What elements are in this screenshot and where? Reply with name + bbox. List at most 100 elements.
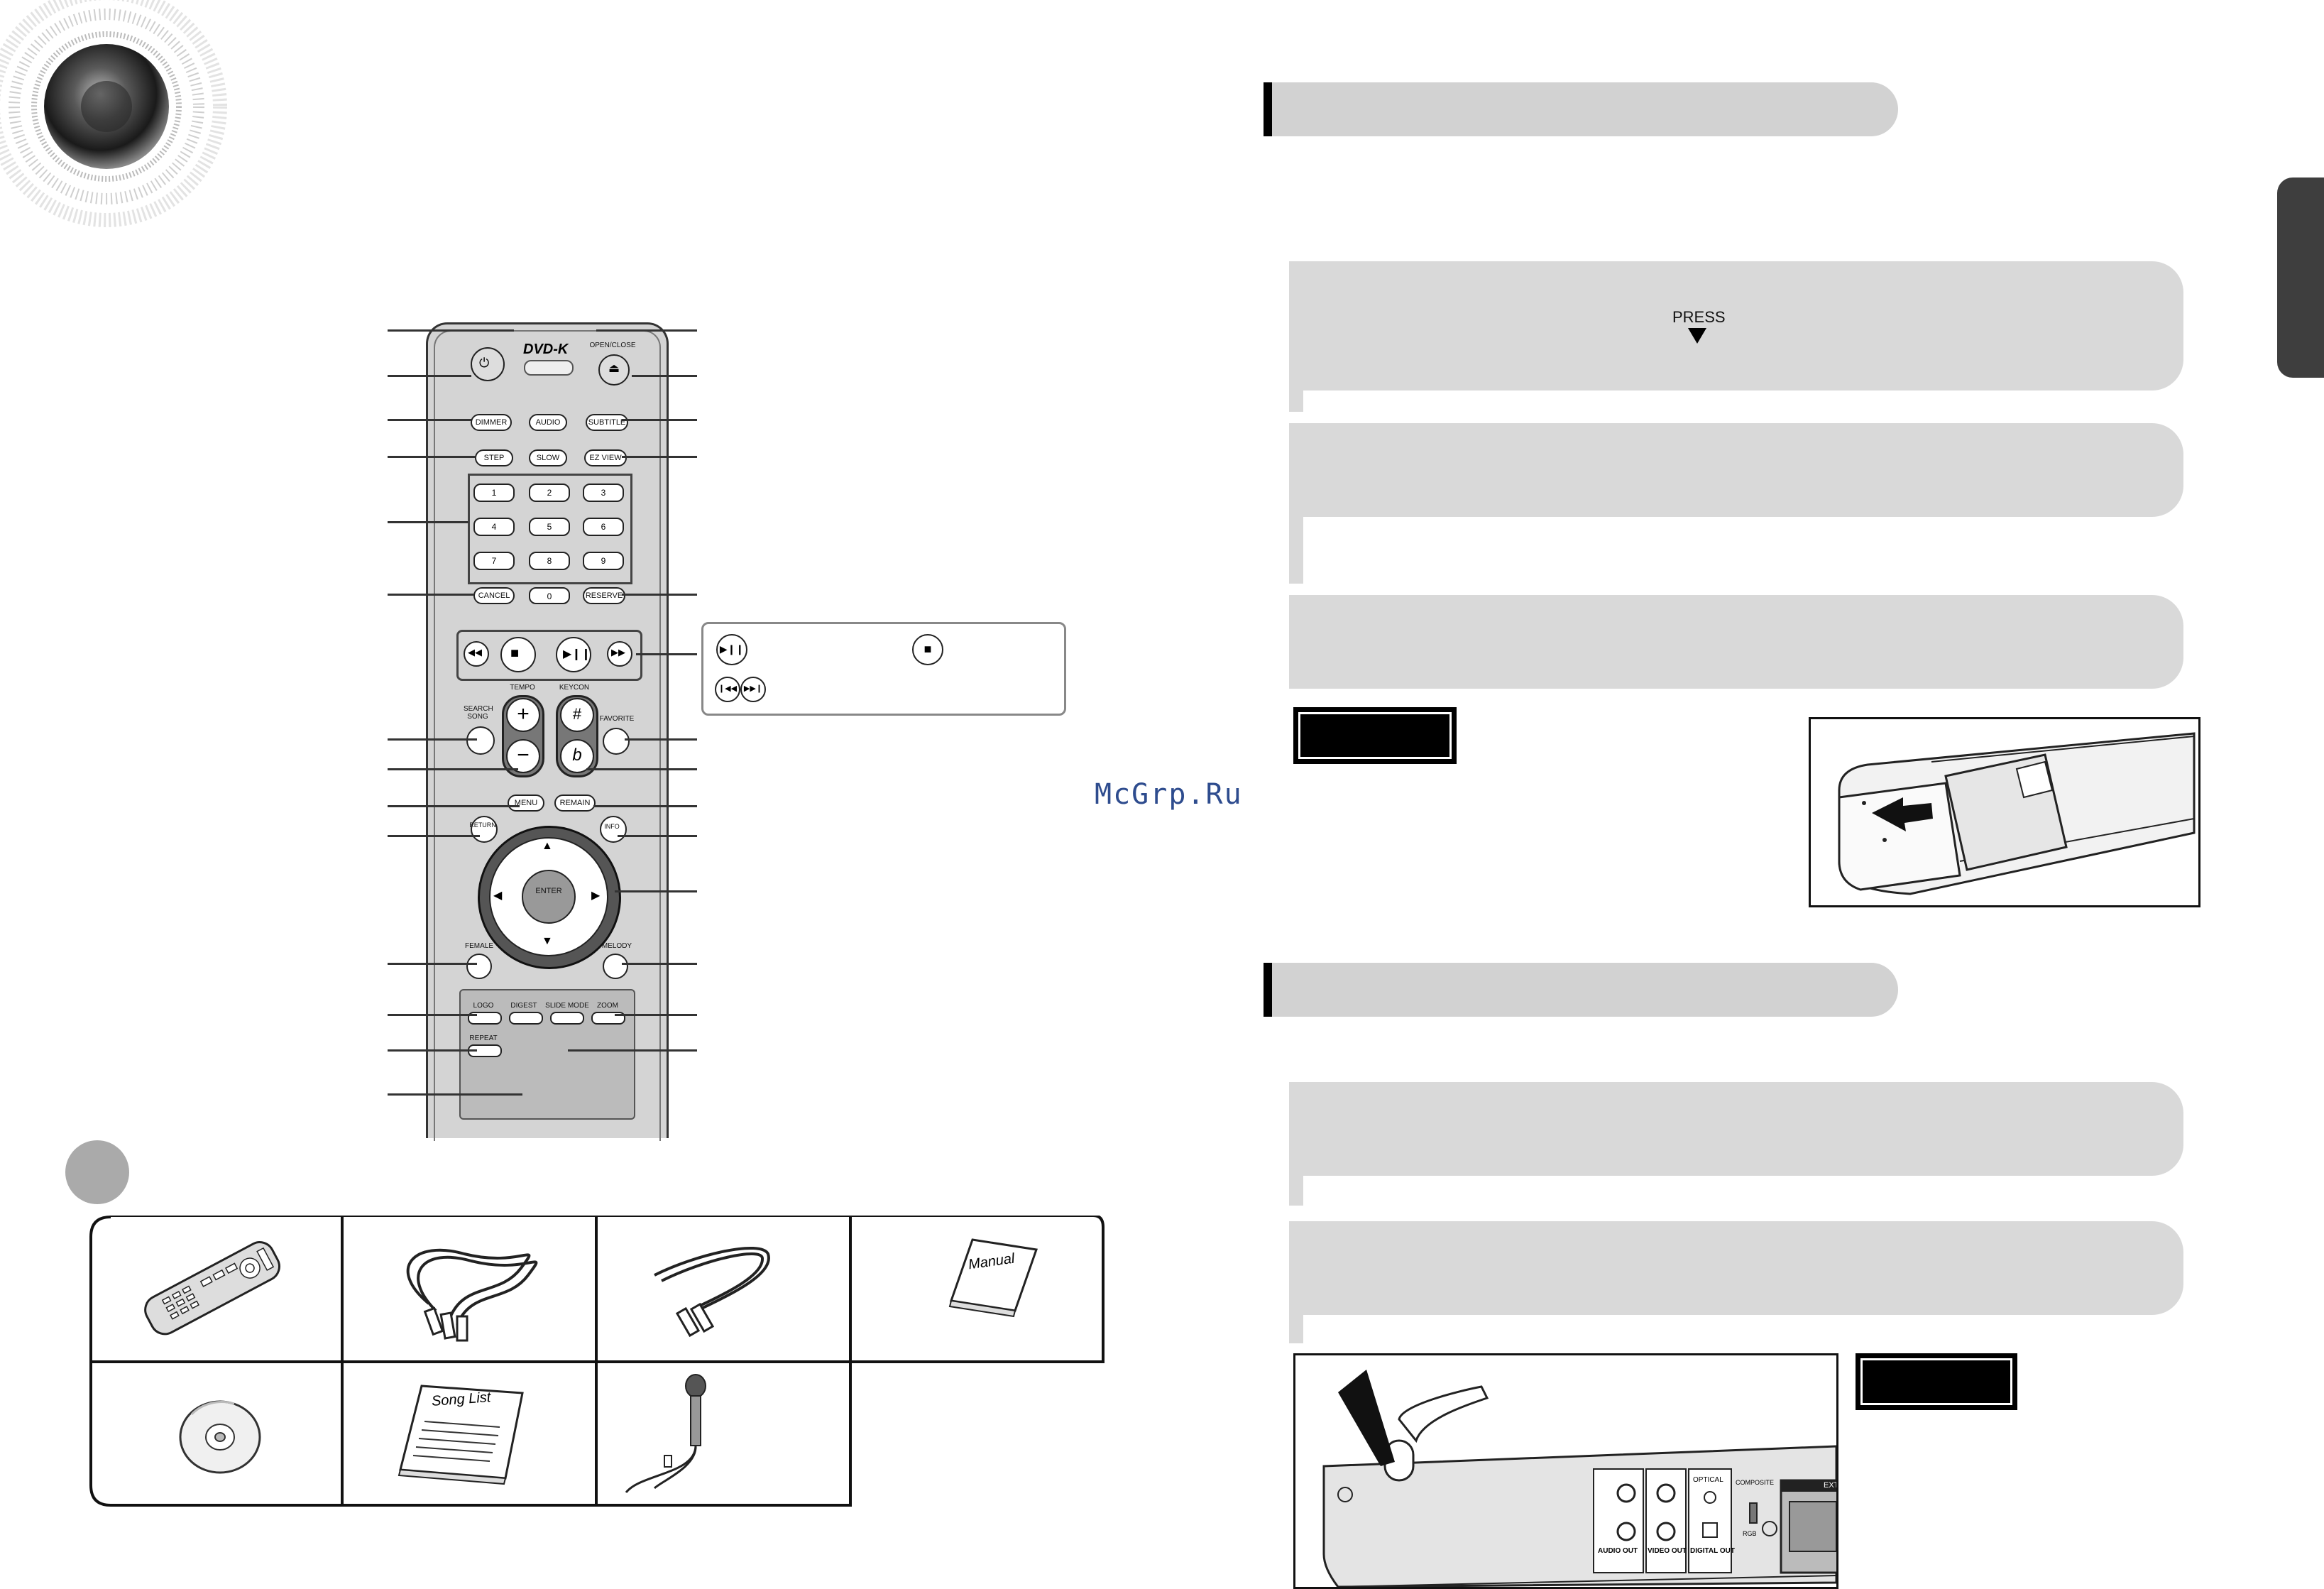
fast-forward-button[interactable]: ▶▶ bbox=[607, 641, 632, 667]
key-flat-button[interactable]: b bbox=[560, 739, 594, 773]
tempo-plus-button[interactable]: + bbox=[506, 698, 540, 732]
leader-line bbox=[593, 805, 697, 807]
leader-line bbox=[388, 835, 480, 837]
dvd-logo: DVD-K bbox=[523, 342, 569, 357]
leader-line bbox=[596, 329, 697, 332]
subtitle-button[interactable]: SUBTITLE bbox=[586, 414, 628, 431]
leader-line bbox=[388, 521, 468, 523]
keycon-label: KEYCON bbox=[559, 684, 590, 692]
eject-button[interactable]: ⏏ bbox=[598, 354, 630, 386]
accessories-table: Manual Song List bbox=[89, 1216, 1105, 1507]
rear-panel-illustration: AUDIO OUT VIDEO OUT DIGITAL OUT OPTICAL … bbox=[1293, 1353, 1838, 1589]
leader-line bbox=[388, 419, 471, 421]
accessory-song-list-icon: Song List bbox=[358, 1372, 585, 1500]
step-panel-2 bbox=[1289, 423, 2183, 517]
zoom-label: ZOOM bbox=[597, 1002, 618, 1010]
leader-line bbox=[388, 329, 514, 332]
side-tab bbox=[2277, 178, 2324, 378]
key-1[interactable]: 1 bbox=[473, 484, 515, 502]
repeat-label: REPEAT bbox=[469, 1034, 498, 1042]
remain-button[interactable]: REMAIN bbox=[554, 794, 596, 812]
section-header-mark bbox=[1264, 963, 1272, 1017]
tempo-minus-button[interactable]: − bbox=[506, 739, 540, 773]
step-panel-4-tail bbox=[1289, 1176, 1303, 1206]
press-label: PRESS bbox=[1672, 308, 1726, 326]
ez-view-button[interactable]: EZ VIEW bbox=[584, 449, 627, 466]
digest-button[interactable] bbox=[509, 1012, 543, 1025]
key-4[interactable]: 4 bbox=[473, 518, 515, 536]
search-song-label: SEARCH SONG bbox=[464, 705, 493, 721]
key-0[interactable]: 0 bbox=[529, 587, 570, 604]
speaker-graphic bbox=[0, 0, 227, 227]
melody-label: MELODY bbox=[601, 942, 632, 950]
leader-line bbox=[388, 963, 477, 965]
favorite-button[interactable] bbox=[603, 728, 630, 755]
leader-line bbox=[622, 456, 697, 458]
female-button[interactable] bbox=[466, 954, 492, 979]
accessory-video-audio-cable-icon bbox=[358, 1225, 585, 1353]
leader-line bbox=[636, 653, 697, 655]
leader-line bbox=[388, 1049, 477, 1052]
search-song-button[interactable] bbox=[466, 726, 495, 755]
section-header-bar bbox=[1272, 82, 1898, 136]
tempo-label: TEMPO bbox=[510, 684, 535, 692]
melody-button[interactable] bbox=[603, 954, 628, 979]
nav-right-icon[interactable]: ▶ bbox=[591, 890, 601, 902]
key-2[interactable]: 2 bbox=[529, 484, 570, 502]
enter-button[interactable]: ENTER bbox=[522, 870, 576, 924]
dimmer-button[interactable]: DIMMER bbox=[471, 414, 512, 431]
numeric-keypad bbox=[468, 474, 632, 584]
accessory-manual-icon: Manual bbox=[866, 1225, 1093, 1353]
leader-line bbox=[618, 835, 697, 837]
transport-group bbox=[456, 630, 642, 681]
cancel-button[interactable]: CANCEL bbox=[473, 587, 515, 604]
return-label: RETURN bbox=[469, 821, 496, 829]
leader-line bbox=[625, 738, 697, 741]
slow-button[interactable]: SLOW bbox=[529, 449, 567, 466]
key-9[interactable]: 9 bbox=[583, 552, 624, 570]
menu-button[interactable]: MENU bbox=[508, 794, 544, 812]
female-label: FEMALE bbox=[464, 942, 493, 950]
step-panel-4 bbox=[1289, 1082, 2183, 1176]
ext-label: EXT bbox=[1824, 1481, 1838, 1490]
audio-button[interactable]: AUDIO bbox=[529, 414, 567, 431]
leader-line bbox=[622, 419, 697, 421]
key-3[interactable]: 3 bbox=[583, 484, 624, 502]
info-button[interactable] bbox=[600, 816, 627, 843]
note-label-box bbox=[1856, 1353, 2017, 1410]
nav-left-icon[interactable]: ◀ bbox=[493, 890, 503, 902]
step-panel-2-tail bbox=[1289, 517, 1303, 584]
audio-out-label: AUDIO OUT bbox=[1598, 1547, 1638, 1555]
leader-line bbox=[586, 768, 697, 770]
key-6[interactable]: 6 bbox=[583, 518, 624, 536]
skip-back-icon: ❙◀◀ bbox=[715, 677, 740, 702]
leader-line bbox=[615, 890, 697, 892]
section-header-mark bbox=[1264, 82, 1272, 136]
info-label: INFO bbox=[604, 823, 620, 830]
step-panel-3 bbox=[1289, 595, 2183, 689]
return-button[interactable] bbox=[471, 816, 498, 843]
transport-callout-box: ▶❙❙ ■ ❙◀◀ ▶▶❙ bbox=[701, 622, 1066, 716]
stop-button[interactable]: ■ bbox=[500, 637, 536, 672]
logo-label: LOGO bbox=[473, 1002, 494, 1010]
accessory-disc-icon bbox=[99, 1372, 327, 1500]
step-button[interactable]: STEP bbox=[475, 449, 513, 466]
leader-line bbox=[388, 594, 474, 596]
key-sharp-button[interactable]: # bbox=[560, 698, 594, 732]
section-marker-circle bbox=[65, 1140, 129, 1204]
key-5[interactable]: 5 bbox=[529, 518, 570, 536]
power-icon: ⏻ bbox=[479, 356, 490, 370]
key-8[interactable]: 8 bbox=[529, 552, 570, 570]
key-7[interactable]: 7 bbox=[473, 552, 515, 570]
slide-mode-button[interactable] bbox=[550, 1012, 584, 1025]
rewind-button[interactable]: ◀◀ bbox=[464, 641, 489, 667]
battery-cover-illustration bbox=[1809, 717, 2200, 907]
press-arrow-icon bbox=[1688, 328, 1706, 344]
reserve-button[interactable]: RESERVE bbox=[583, 587, 625, 604]
video-out-label: VIDEO OUT bbox=[1648, 1547, 1687, 1555]
power-button[interactable]: ⏻ bbox=[471, 347, 505, 381]
nav-up-icon[interactable]: ▲ bbox=[542, 840, 553, 852]
rgb-label: RGB bbox=[1743, 1530, 1757, 1537]
nav-down-icon[interactable]: ▼ bbox=[542, 935, 553, 947]
play-pause-button[interactable]: ▶❙❙ bbox=[556, 637, 591, 672]
